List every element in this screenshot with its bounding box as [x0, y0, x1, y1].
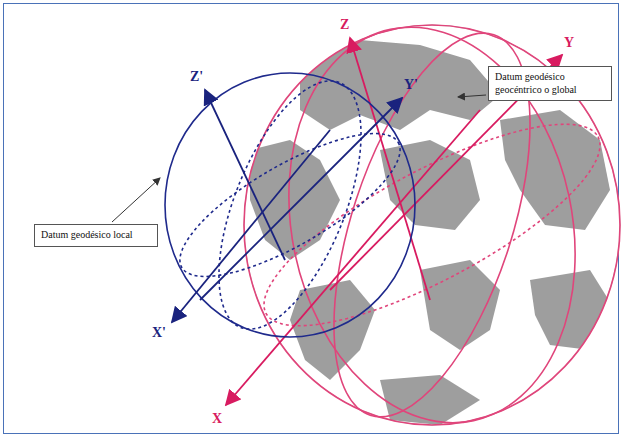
- box-text: Datum geodésico geocéntrico o global: [495, 71, 605, 96]
- axis-label: Y: [564, 36, 574, 50]
- callout-box: Datum geodésico local: [34, 224, 158, 247]
- axis-label: Z': [190, 70, 203, 84]
- callout-box: Datum geodésico geocéntrico o global: [488, 66, 612, 101]
- axis-label: X: [212, 412, 222, 426]
- axis-label: X': [152, 326, 166, 340]
- axis-label: Y': [404, 78, 418, 92]
- box-text: Datum geodésico local: [41, 229, 151, 242]
- axis-label: Z: [340, 18, 349, 32]
